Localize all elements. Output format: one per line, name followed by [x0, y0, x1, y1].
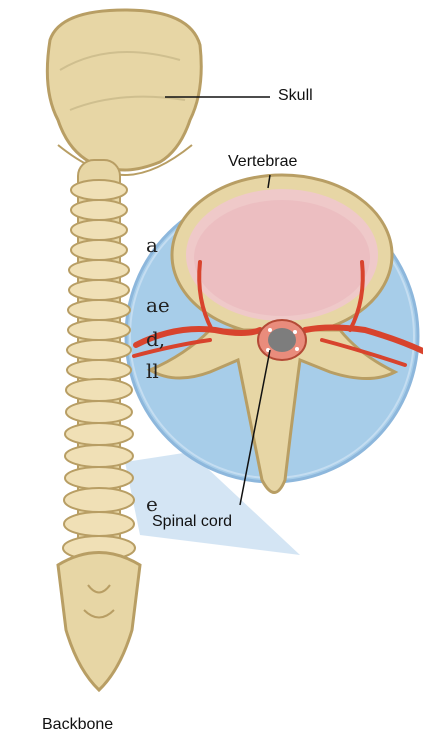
partial-text-line1: a: [146, 233, 158, 257]
vertebrae-label: Vertebrae: [228, 153, 297, 171]
spinal-cord-label: Spinal cord: [152, 513, 232, 531]
skull-label: Skull: [278, 87, 313, 105]
backbone-label: Backbone: [42, 716, 113, 734]
partial-text-line2: ae: [146, 293, 170, 317]
skull-illustration: [47, 10, 201, 175]
spine-illustration: [58, 160, 140, 690]
partial-text-line3: d,: [146, 327, 165, 351]
partial-text-line4: ll: [146, 359, 159, 383]
